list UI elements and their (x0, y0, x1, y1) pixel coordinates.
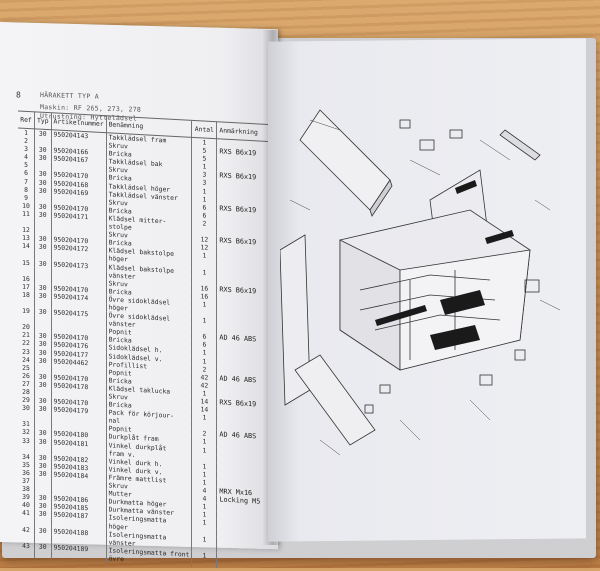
column-header-type: Typ (34, 111, 52, 130)
exploded-cab-drawing (280, 109, 561, 456)
cell-quantity (191, 558, 217, 569)
reference-leader-lines (289, 119, 561, 456)
cell-remark (217, 560, 270, 571)
cell-type (34, 550, 52, 560)
page-title: HÄRAKETT TYP A (40, 91, 99, 101)
dark-mats-and-seals (375, 180, 514, 350)
column-header-quantity: Antal (191, 120, 217, 139)
cell-ref (18, 549, 35, 559)
parts-list-table: Ref Typ Artikelnummer Benämning Antal An… (18, 110, 270, 571)
left-page: 8 HÄRAKETT TYP A Maskin: RF 265, 273, 27… (0, 22, 278, 569)
page-number: 8 (16, 90, 22, 100)
column-header-ref: Ref (18, 110, 35, 129)
